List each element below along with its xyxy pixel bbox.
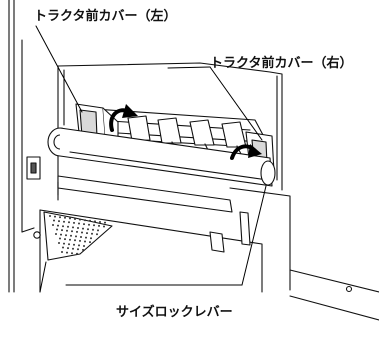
grille-dot [74,218,76,220]
grille-dot [61,229,63,232]
grille-dot [58,242,60,244]
grille-dot [85,236,87,239]
grille-dot [89,219,91,222]
lower-bar [57,175,233,213]
grille-dot [98,224,100,227]
leader-lever-a [39,261,47,293]
grille-dot [64,238,66,241]
grille-dot [63,220,65,223]
grille-dot [90,237,92,240]
label-tractor-cover-left: トラクタ前カバー（左） [34,9,177,24]
grille-dot [74,239,76,242]
front-roller [47,127,276,187]
grille-dot [96,233,98,236]
grille-dot [69,238,71,241]
grille-dot [103,225,105,228]
grille-dot [77,248,79,251]
screw-right [345,285,353,293]
grille-dot [83,245,85,247]
grille-dot [65,234,67,237]
grille-dot [68,243,70,246]
cover-open-arrow-right [230,144,262,160]
grille-dot [84,219,86,222]
grille-dot [76,230,78,233]
screw-left [33,231,41,239]
grille-dot [104,221,106,224]
grille-dot [78,222,80,225]
cover-open-arrow-left [109,104,138,132]
grille-dot [67,247,69,250]
grille-dot [78,244,80,247]
grille-dot [89,241,91,244]
grille-dot [60,233,62,236]
grille-dot [80,236,82,238]
printer-left-edge [8,0,15,293]
grille-dot [55,233,57,235]
grille-dot [67,225,69,228]
grille-dot [94,220,96,223]
label-tractor-cover-right: トラクタ前カバー（右） [210,56,353,71]
leader-left-cover [35,25,83,113]
grille-dot [59,237,61,240]
grille-dot [61,251,63,253]
front-grille-panel [39,209,263,293]
grille-dot [83,223,85,226]
grille-dot [73,243,75,246]
label-size-lock-lever: サイズロックレバー [116,305,233,320]
grille-dots [49,215,106,255]
grille-dot [73,221,75,224]
grille-dot [66,251,68,254]
grille-dot [53,219,55,222]
grille-dot [68,221,70,224]
grille-dot [62,246,64,249]
leader-lines [35,25,267,293]
grille-dot [72,247,74,250]
grille-dot [69,217,71,220]
grille-dot [63,242,65,245]
leader-lever [241,185,267,286]
grille-dot [86,232,88,235]
grille-dot [71,230,73,233]
grille-dot [59,216,61,219]
grille-dot [81,231,83,234]
grille-dot [79,218,81,221]
grille-dot [99,221,101,223]
grille-dot [77,227,79,229]
leader-right-cover [209,66,263,141]
grille-dot [57,224,59,227]
leader-right-cover-h [167,66,211,69]
grille-dot [72,226,74,229]
grille-dot [64,216,66,219]
grille-dot [87,228,89,231]
grille-dot [54,215,56,218]
grille-dot [49,215,51,217]
grille-dot [82,248,84,251]
grille-dot [93,224,95,227]
grille-dot [88,223,90,226]
grille-dot [79,239,81,242]
grille-dot [70,234,72,237]
grille-dot [56,228,58,231]
grille-dot [76,252,78,255]
grille-dot [66,229,68,232]
grille-dot [82,227,84,230]
grille-dot [52,224,54,226]
grille-dot [58,220,60,223]
side-switch [26,156,41,180]
grille-dot [97,229,99,232]
grille-dot [62,225,64,228]
grille-dot [84,240,86,243]
grille-dot [71,252,73,255]
grille-dot [91,232,93,235]
grille-dot [75,235,77,238]
grille-dot [92,228,94,231]
